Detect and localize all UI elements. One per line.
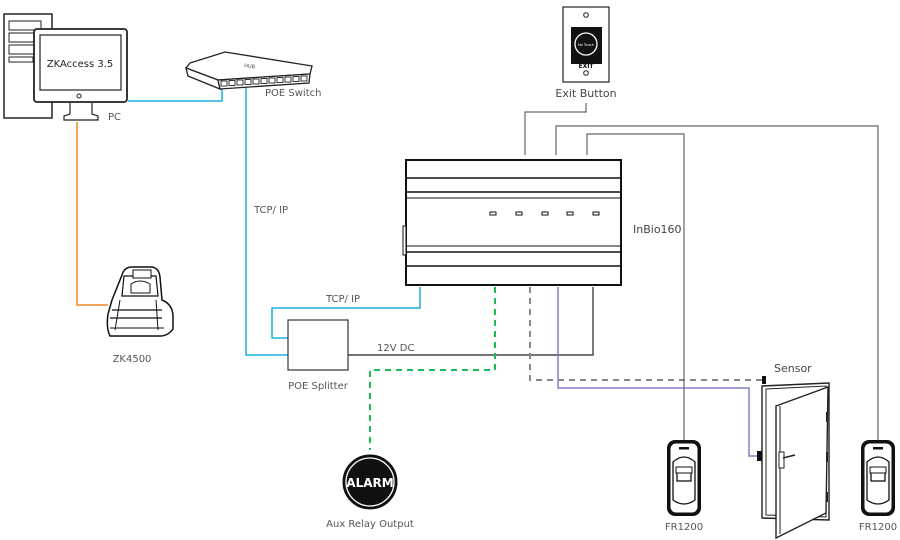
reader-right-label: FR1200 <box>859 522 897 533</box>
status-leds <box>489 211 600 216</box>
poe-switch-label: POE Switch <box>265 88 321 99</box>
wire-reader-right <box>555 125 879 440</box>
exit-button-label: Exit Button <box>555 87 616 100</box>
zk4500-label: ZK4500 <box>113 354 152 365</box>
wire-alarm <box>369 287 496 450</box>
wire-reader-left <box>586 133 685 440</box>
wire-sensor <box>529 287 762 381</box>
fr1200-reader-right[interactable]: FR1200 <box>859 440 897 533</box>
poe-splitter-device[interactable]: POE Splitter <box>287 319 349 392</box>
alarm-face-text: ALARM <box>346 476 393 490</box>
switch-ports <box>220 75 308 87</box>
alarm-device[interactable]: ALARM Aux Relay Output <box>326 454 414 530</box>
pc-device[interactable]: ZKAccess 3.5 PC <box>3 13 128 123</box>
door-device[interactable]: Sensor <box>757 362 830 540</box>
zk4500-device[interactable]: ZK4500 <box>106 266 174 365</box>
exit-button-device[interactable]: No Touch EXIT Exit Button <box>555 6 617 100</box>
door-handle <box>778 451 785 469</box>
inbio160-controller[interactable]: InBio160 <box>402 159 682 286</box>
poe-switch-device[interactable]: HUB POE Switch <box>184 51 321 99</box>
tcpip-label-vertical: TCP/ IP <box>253 205 288 216</box>
exit-button-face-text: No Touch <box>578 43 594 47</box>
pc-label: PC <box>108 112 121 123</box>
door-lock <box>757 451 762 461</box>
sensor-label: Sensor <box>774 362 812 375</box>
switch-body-text: HUB <box>244 63 256 71</box>
wire-pc-to-enroller <box>76 122 108 306</box>
fr1200-reader-left[interactable]: FR1200 <box>665 440 703 533</box>
power-label: 12V DC <box>377 343 414 354</box>
poe-splitter-label: POE Splitter <box>288 381 349 392</box>
wire-exit-button <box>524 103 587 155</box>
wire-switch-to-splitter <box>245 87 288 356</box>
wire-pc-to-switch <box>128 87 223 102</box>
door-sensor <box>762 376 766 384</box>
alarm-label: Aux Relay Output <box>326 519 414 530</box>
wire-power <box>348 287 594 356</box>
controller-label: InBio160 <box>633 223 682 236</box>
wire-splitter-to-controller <box>271 287 421 339</box>
pc-screen-text: ZKAccess 3.5 <box>47 59 114 70</box>
reader-left-label: FR1200 <box>665 522 703 533</box>
exit-text: EXIT <box>578 63 594 70</box>
tcpip-label-horizontal: TCP/ IP <box>325 294 360 305</box>
wire-lock <box>557 287 757 457</box>
